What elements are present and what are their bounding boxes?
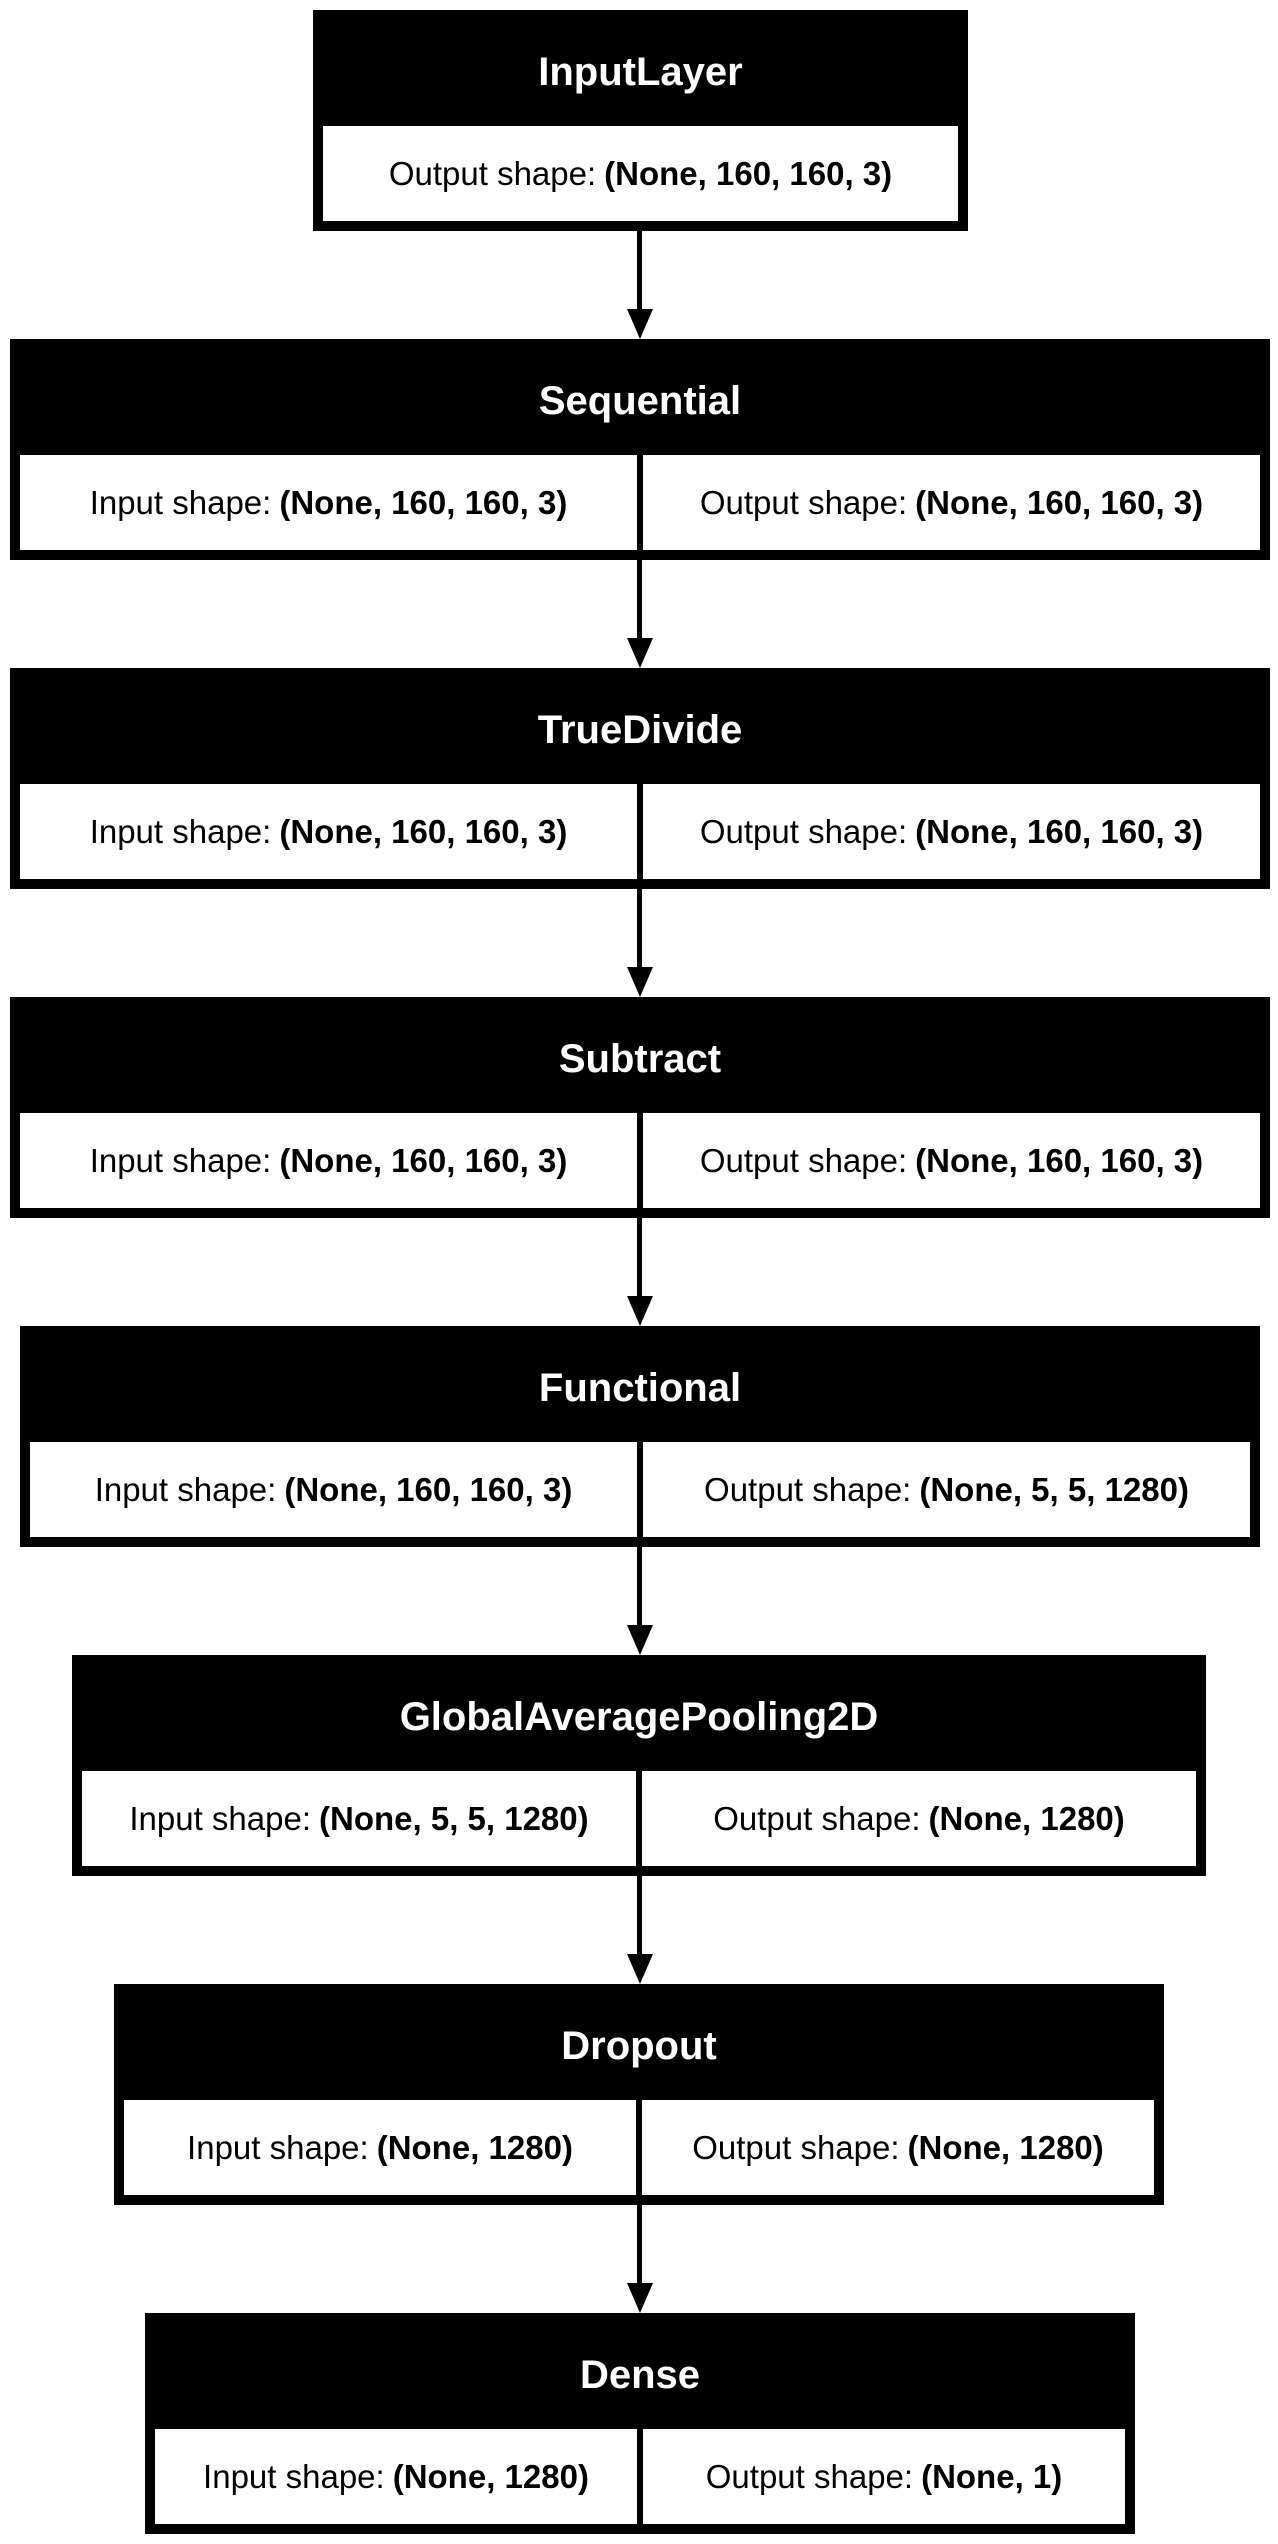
- connection-arrow: [627, 560, 653, 668]
- output-shape-value: (None, 5, 5, 1280): [919, 1470, 1189, 1508]
- arrow-head-icon: [627, 309, 653, 339]
- layer-shapes: Input shape:(None, 160, 160, 3)Output sh…: [15, 455, 1265, 555]
- connection-arrow: [627, 231, 653, 339]
- connection-arrow: [627, 889, 653, 997]
- input-shape-value: (None, 5, 5, 1280): [319, 1799, 589, 1837]
- layer-title: Functional: [538, 1365, 742, 1410]
- layer-shapes: Input shape:(None, 160, 160, 3)Output sh…: [15, 784, 1265, 884]
- arrow-shaft: [637, 2205, 642, 2285]
- output-shape-cell: Output shape:(None, 1280): [642, 2100, 1154, 2195]
- input-shape-value: (None, 160, 160, 3): [279, 812, 568, 850]
- layer-title: Sequential: [538, 378, 742, 423]
- output-shape-value: (None, 160, 160, 3): [915, 1141, 1204, 1179]
- layer-shapes: Input shape:(None, 1280)Output shape:(No…: [150, 2429, 1130, 2529]
- layer-shapes: Output shape:(None, 160, 160, 3): [318, 126, 963, 226]
- input-shape-label: Input shape:: [89, 1141, 272, 1179]
- layer-title: GlobalAveragePooling2D: [399, 1694, 879, 1739]
- arrow-shaft: [637, 1218, 642, 1298]
- output-shape-cell: Output shape:(None, 5, 5, 1280): [643, 1442, 1250, 1537]
- input-shape-value: (None, 1280): [376, 2128, 573, 2166]
- output-shape-cell: Output shape:(None, 160, 160, 3): [643, 455, 1260, 550]
- layer-shapes: Input shape:(None, 160, 160, 3)Output sh…: [25, 1442, 1255, 1542]
- arrow-shaft: [637, 889, 642, 969]
- output-shape-label: Output shape:: [704, 1470, 912, 1508]
- output-shape-cell: Output shape:(None, 160, 160, 3): [643, 1113, 1260, 1208]
- input-shape-cell: Input shape:(None, 5, 5, 1280): [82, 1771, 636, 1866]
- input-shape-label: Input shape:: [89, 812, 272, 850]
- input-shape-label: Input shape:: [203, 2457, 385, 2495]
- input-shape-cell: Input shape:(None, 160, 160, 3): [20, 455, 637, 550]
- input-shape-value: (None, 160, 160, 3): [279, 483, 568, 521]
- input-shape-label: Input shape:: [89, 483, 272, 521]
- arrow-shaft: [637, 1876, 642, 1956]
- arrow-shaft: [637, 1547, 642, 1627]
- output-shape-label: Output shape:: [699, 812, 908, 850]
- layer-title: InputLayer: [538, 49, 743, 94]
- layer-shapes: Input shape:(None, 5, 5, 1280)Output sha…: [77, 1771, 1201, 1871]
- arrow-head-icon: [627, 1954, 653, 1984]
- input-shape-cell: Input shape:(None, 160, 160, 3): [20, 784, 637, 879]
- connection-arrow: [627, 1547, 653, 1655]
- input-shape-value: (None, 160, 160, 3): [284, 1470, 573, 1508]
- input-shape-value: (None, 160, 160, 3): [279, 1141, 568, 1179]
- output-shape-value: (None, 1): [921, 2457, 1063, 2495]
- output-shape-cell: Output shape:(None, 1280): [642, 1771, 1196, 1866]
- output-shape-value: (None, 160, 160, 3): [915, 812, 1204, 850]
- input-shape-label: Input shape:: [129, 1799, 312, 1837]
- connection-arrow: [627, 1218, 653, 1326]
- output-shape-value: (None, 1280): [928, 1799, 1125, 1837]
- output-shape-cell: Output shape:(None, 1): [643, 2429, 1125, 2524]
- output-shape-label: Output shape:: [713, 1799, 921, 1837]
- arrow-head-icon: [627, 967, 653, 997]
- arrow-head-icon: [627, 1296, 653, 1326]
- output-shape-label: Output shape:: [388, 154, 597, 192]
- output-shape-label: Output shape:: [692, 2128, 900, 2166]
- input-shape-value: (None, 1280): [392, 2457, 589, 2495]
- output-shape-value: (None, 160, 160, 3): [915, 483, 1204, 521]
- output-shape-label: Output shape:: [699, 483, 908, 521]
- output-shape-cell: Output shape:(None, 160, 160, 3): [323, 126, 958, 221]
- layer-title: Dense: [579, 2352, 701, 2397]
- arrow-head-icon: [627, 1625, 653, 1655]
- layer-title: Subtract: [558, 1036, 722, 1081]
- input-shape-label: Input shape:: [94, 1470, 277, 1508]
- layer-title: Dropout: [561, 2023, 717, 2068]
- arrow-head-icon: [627, 638, 653, 668]
- output-shape-value: (None, 1280): [907, 2128, 1104, 2166]
- arrow-shaft: [637, 231, 642, 311]
- output-shape-label: Output shape:: [705, 2457, 914, 2495]
- connection-arrow: [627, 2205, 653, 2313]
- input-shape-cell: Input shape:(None, 1280): [155, 2429, 637, 2524]
- output-shape-value: (None, 160, 160, 3): [604, 154, 893, 192]
- layer-shapes: Input shape:(None, 160, 160, 3)Output sh…: [15, 1113, 1265, 1213]
- output-shape-cell: Output shape:(None, 160, 160, 3): [643, 784, 1260, 879]
- arrow-head-icon: [627, 2283, 653, 2313]
- layer-title: TrueDivide: [537, 707, 743, 752]
- input-shape-label: Input shape:: [187, 2128, 369, 2166]
- connection-arrow: [627, 1876, 653, 1984]
- input-shape-cell: Input shape:(None, 160, 160, 3): [30, 1442, 637, 1537]
- output-shape-label: Output shape:: [699, 1141, 908, 1179]
- arrow-shaft: [637, 560, 642, 640]
- layer-shapes: Input shape:(None, 1280)Output shape:(No…: [119, 2100, 1159, 2200]
- input-shape-cell: Input shape:(None, 160, 160, 3): [20, 1113, 637, 1208]
- input-shape-cell: Input shape:(None, 1280): [124, 2100, 636, 2195]
